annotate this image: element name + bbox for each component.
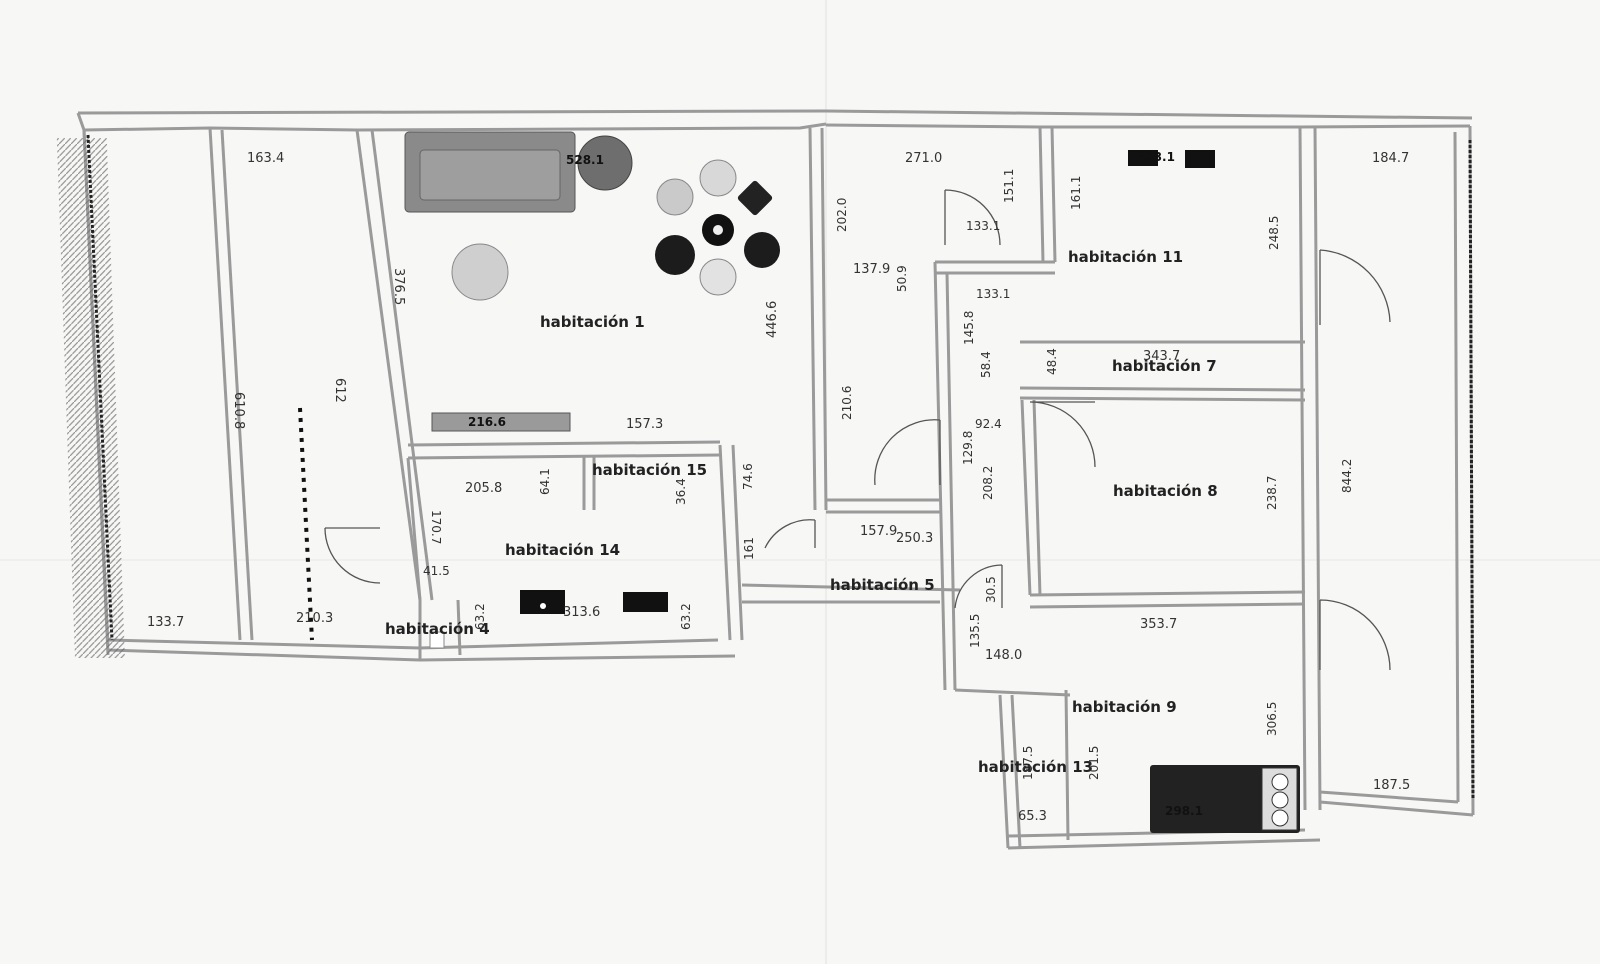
dim-313-6: 313.6 — [563, 605, 600, 620]
dim-63-2b: 63.2 — [679, 603, 693, 630]
dim-30-5: 30.5 — [984, 576, 998, 603]
room-label-14: habitación 14 — [505, 541, 620, 559]
dim-202-0: 202.0 — [835, 198, 849, 232]
dim-129-8: 129.8 — [961, 431, 975, 465]
dim-612: 612 — [332, 378, 347, 403]
dim-63-2a: 63.2 — [473, 603, 487, 630]
dim-163-4: 163.4 — [247, 151, 284, 166]
dim-208-2: 208.2 — [981, 466, 995, 500]
room-labels: habitación 1 habitación 4 habitación 5 h… — [385, 248, 1218, 776]
dim-157-9: 157.9 — [860, 524, 897, 539]
dim-210-6: 210.6 — [840, 386, 854, 420]
dim-528-1: 528.1 — [566, 153, 604, 167]
dresser-right — [623, 592, 668, 612]
dim-170-7: 170.7 — [429, 510, 443, 544]
dim-50-9: 50.9 — [895, 265, 909, 292]
dim-58-4: 58.4 — [979, 351, 993, 378]
dim-74-6: 74.6 — [741, 463, 755, 490]
dim-238-7: 238.7 — [1265, 476, 1279, 510]
dim-133-1b: 133.1 — [976, 287, 1010, 301]
dim-250-3: 250.3 — [896, 531, 933, 546]
round-side-table — [577, 135, 633, 191]
balcony-hatch — [56, 138, 125, 658]
dim-36-4: 36.4 — [674, 478, 688, 505]
room-label-11: habitación 11 — [1068, 248, 1183, 266]
dim-610-8: 610.8 — [231, 392, 246, 429]
dim-844-2: 844.2 — [1340, 459, 1354, 493]
room-label-15: habitación 15 — [592, 461, 707, 479]
room-label-4: habitación 4 — [385, 620, 490, 638]
dim-271-0: 271.0 — [905, 151, 942, 166]
dim-446-6: 446.6 — [765, 301, 780, 338]
dim-216-6: 216.6 — [468, 415, 506, 429]
dim-135-5: 135.5 — [968, 614, 982, 648]
dim-210-3: 210.3 — [296, 611, 333, 626]
dim-133-1a: 133.1 — [966, 219, 1000, 233]
round-rug — [451, 243, 509, 301]
dim-353-7: 353.7 — [1140, 617, 1177, 632]
dim-148-0: 148.0 — [985, 648, 1022, 663]
dim-187-5a: 187.5 — [1021, 746, 1035, 780]
dim-48-4: 48.4 — [1045, 348, 1059, 375]
dim-343-7: 343.7 — [1143, 349, 1180, 364]
room-label-13: habitación 13 — [978, 758, 1093, 776]
dim-151-1: 151.1 — [1002, 169, 1016, 203]
dim-306-5: 306.5 — [1265, 702, 1279, 736]
doors — [324, 189, 1391, 671]
room-label-5: habitación 5 — [830, 576, 935, 594]
dim-184-7: 184.7 — [1372, 151, 1409, 166]
dim-298-1: 298.1 — [1165, 804, 1203, 818]
room-label-9: habitación 9 — [1072, 698, 1177, 716]
dresser-left — [520, 590, 565, 614]
dim-248-5: 248.5 — [1267, 216, 1281, 250]
dim-161-1: 161.1 — [1069, 176, 1083, 210]
walls — [76, 109, 1475, 850]
dim-64-1: 64.1 — [538, 468, 552, 495]
dim-161: 161 — [742, 537, 756, 560]
dim-157-3: 157.3 — [626, 417, 663, 432]
dimensions: 163.4 610.8 612 133.7 210.3 528.1 376.5 … — [147, 150, 1410, 824]
dim-145-8: 145.8 — [962, 311, 976, 345]
dim-92-4: 92.4 — [975, 417, 1002, 431]
dim-313-1: 313.1 — [1137, 150, 1175, 164]
dim-201-5: 201.5 — [1087, 746, 1101, 780]
dim-137-9: 137.9 — [853, 262, 890, 277]
dim-41-5: 41.5 — [423, 564, 450, 578]
dim-65-3: 65.3 — [1018, 809, 1047, 824]
dim-187-5b: 187.5 — [1373, 778, 1410, 793]
dim-376-5: 376.5 — [391, 268, 406, 305]
room-label-8: habitación 8 — [1113, 482, 1218, 500]
dim-133-7: 133.7 — [147, 615, 184, 630]
room-label-1: habitación 1 — [540, 313, 645, 331]
shelf — [431, 412, 571, 432]
room-label-7: habitación 7 — [1112, 357, 1217, 375]
dim-205-8: 205.8 — [465, 481, 502, 496]
furniture — [404, 131, 1300, 833]
